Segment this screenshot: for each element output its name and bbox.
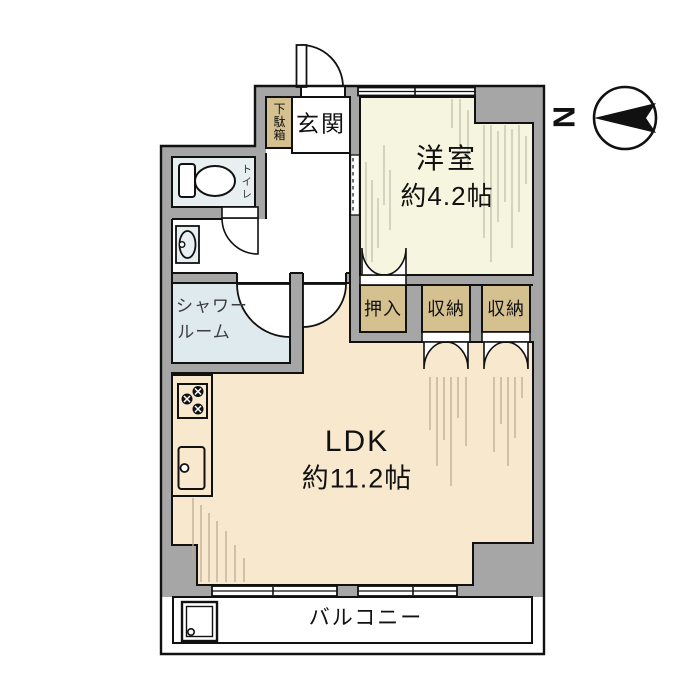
oshiire-bifold-door: [359, 247, 407, 286]
ldk-size: 約11.2帖: [301, 463, 413, 494]
accordion-door: [349, 154, 361, 216]
floor-texture-ldk: [192, 377, 523, 582]
shower-label-line1: シャワー: [176, 296, 248, 316]
genkan-label: 玄関: [296, 110, 346, 137]
storage1-label: 収納: [427, 299, 465, 319]
window-balcony-right: [357, 585, 458, 597]
north-label: N: [546, 105, 582, 129]
western-room-name: 洋室: [415, 143, 479, 174]
shower-door: [236, 283, 291, 338]
western-room-size: 約4.2帖: [400, 181, 494, 211]
stove-icon: [177, 383, 208, 419]
windows: [211, 86, 476, 597]
balcony-area: [172, 596, 533, 644]
kitchen-counter: [171, 374, 213, 497]
shower-label-line2: ルーム: [177, 322, 231, 342]
washer-pan-icon: [180, 600, 219, 643]
balcony-label: バルコニー: [308, 606, 424, 630]
toilet-door: [221, 206, 259, 255]
north-arrow-icon: [592, 85, 658, 151]
oshiire-label: 押入: [364, 299, 402, 319]
oshiire-box: [359, 284, 407, 333]
floor-texture-western: [365, 99, 527, 272]
toilet-icon: [178, 163, 236, 198]
toilet-label: トイレ: [240, 163, 253, 201]
getabako-box: [265, 96, 293, 149]
kitchen-sink-icon: [177, 446, 206, 490]
window-western-top: [357, 86, 476, 97]
getabako-label: 下駄箱: [272, 102, 286, 142]
washbasin-icon: [175, 225, 200, 264]
storage1-bifold-door: [421, 331, 471, 370]
building-outline: [159, 84, 546, 656]
ldk-door: [302, 283, 347, 328]
storage2-bifold-door: [481, 331, 531, 370]
ldk-name: LDK: [324, 425, 390, 458]
entrance-door: [295, 44, 344, 88]
window-balcony-left: [211, 585, 338, 597]
storage2-label: 収納: [487, 299, 525, 319]
